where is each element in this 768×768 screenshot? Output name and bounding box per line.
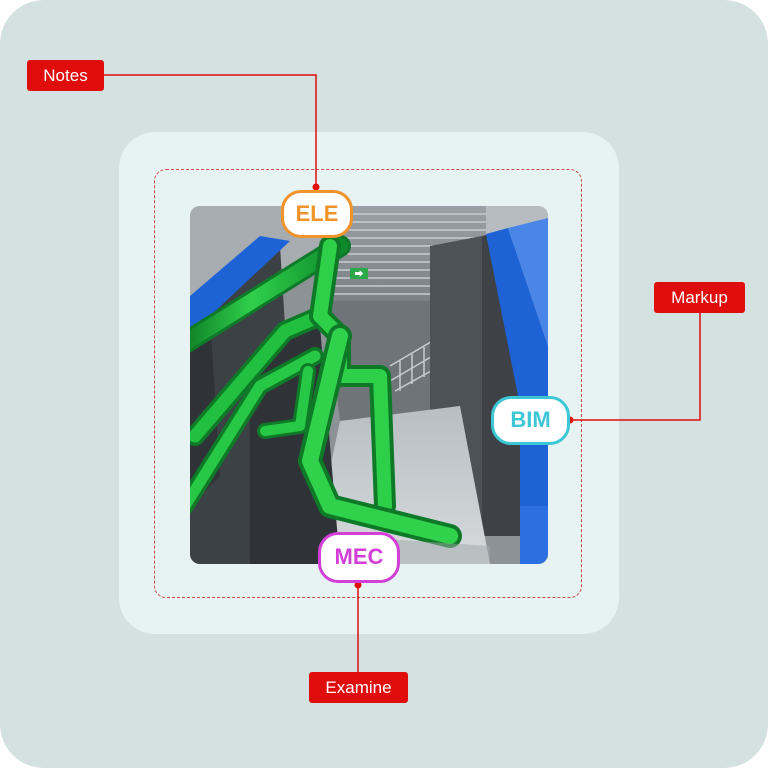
bim-tag[interactable]: BIM [491, 396, 570, 445]
mec-tag[interactable]: MEC [318, 532, 400, 583]
ele-tag[interactable]: ELE [281, 190, 353, 238]
notes-label[interactable]: Notes [27, 60, 104, 91]
bim-scene: ⮕ [190, 206, 548, 564]
examine-label[interactable]: Examine [309, 672, 408, 703]
blue-duct-right-top [508, 218, 548, 346]
exit-sign [350, 268, 368, 279]
back-wall [325, 301, 460, 421]
markup-label[interactable]: Markup [654, 282, 745, 313]
blue-duct-right-bottom [520, 506, 548, 564]
exit-sign-arrow: ⮕ [354, 270, 363, 280]
green-pipes [190, 235, 462, 548]
bim-3d-viewport[interactable]: ⮕ [190, 206, 548, 564]
column-side [482, 234, 520, 536]
blue-duct-left [190, 236, 290, 331]
